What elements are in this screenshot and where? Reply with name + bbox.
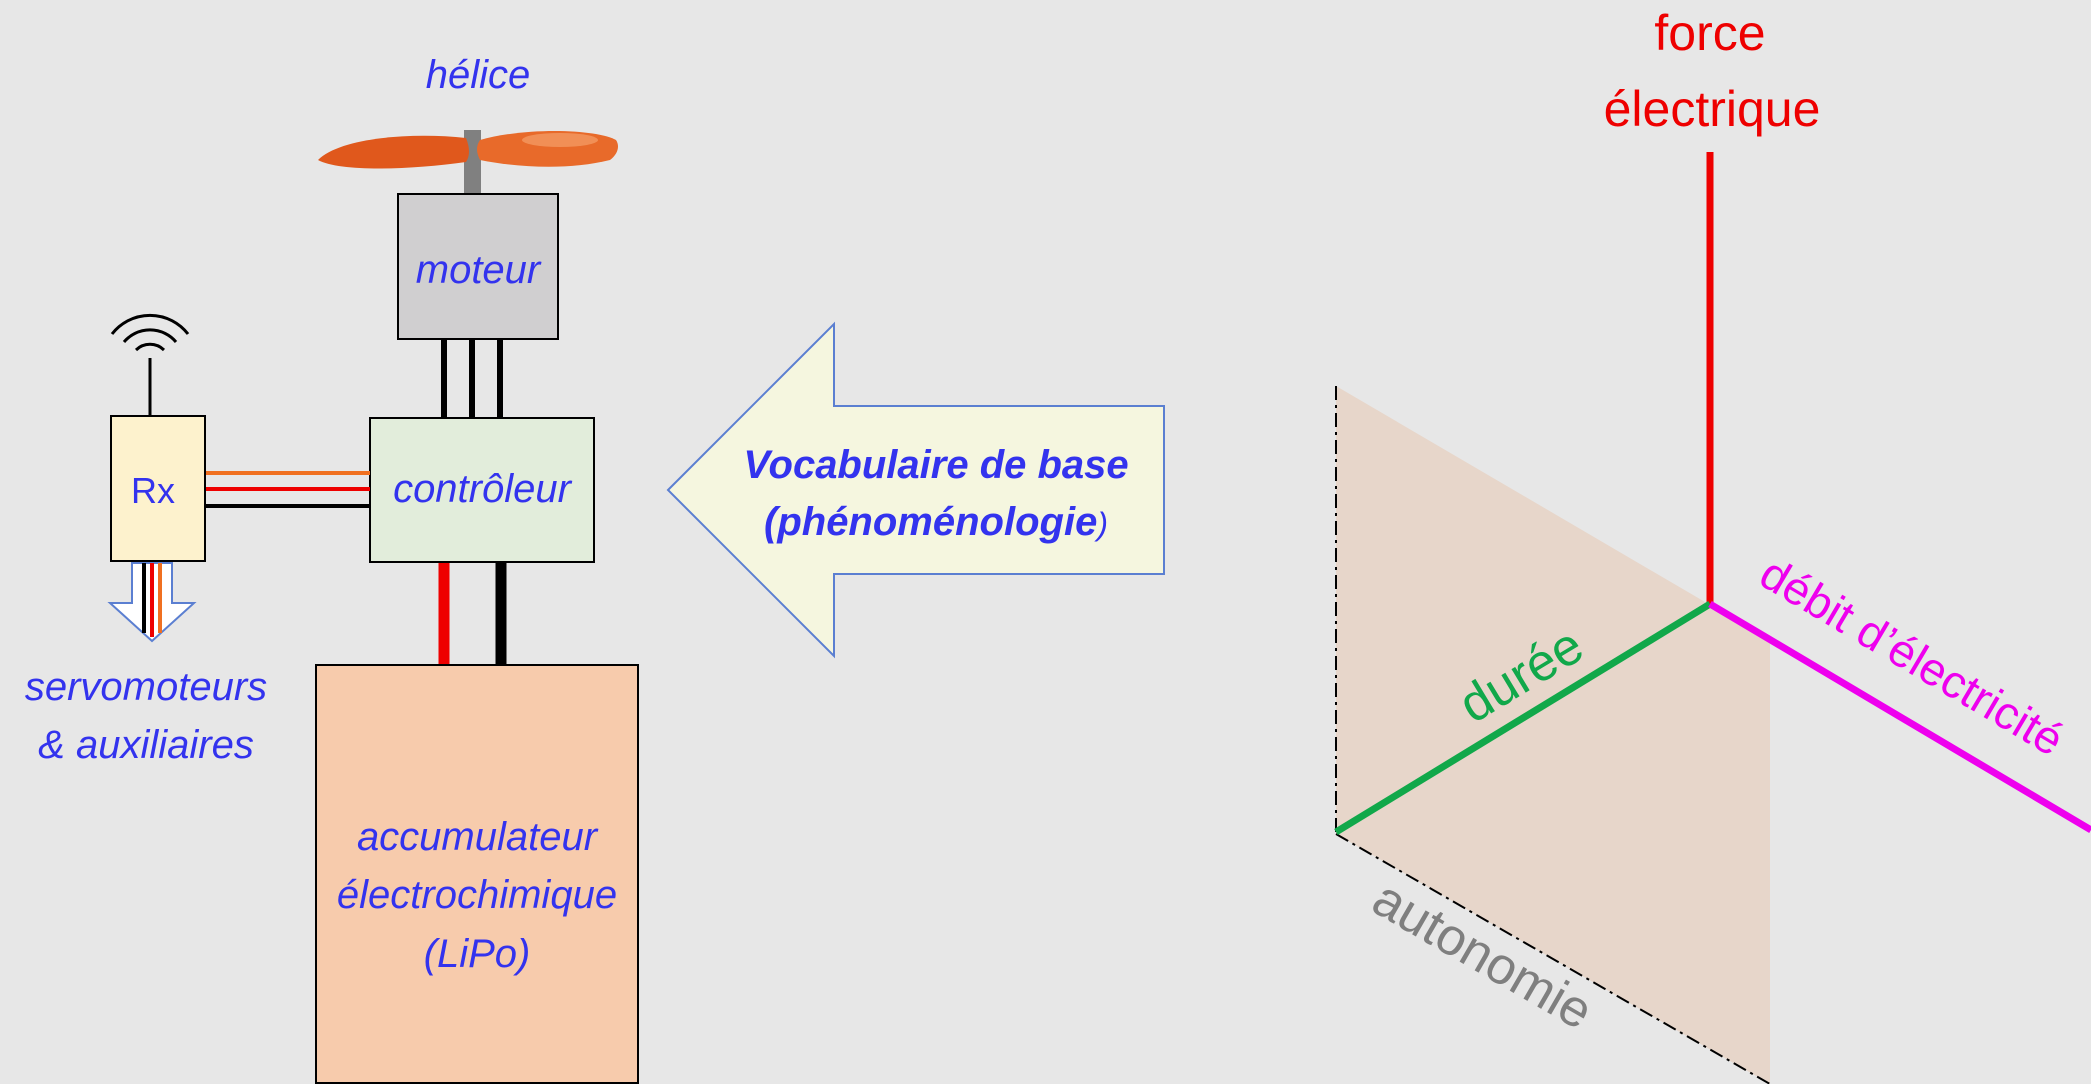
force-label-line1: force	[1654, 5, 1765, 61]
antenna-icon	[110, 313, 190, 416]
arrow-text-paren: )	[1093, 506, 1108, 542]
force-label-line2: électrique	[1604, 81, 1821, 137]
battery-label-line2: électrochimique	[337, 873, 617, 917]
arrow-shape	[666, 321, 1165, 659]
motor-box	[397, 193, 559, 340]
battery-label-line1: accumulateur	[357, 815, 599, 859]
servo-label-line2: & auxiliaires	[38, 723, 254, 767]
battery-label-line3: (LiPo)	[424, 932, 531, 976]
autonomy-plane	[1336, 386, 1770, 1084]
controller-box	[369, 417, 595, 563]
axes-diagram: force électrique durée débit d’électrici…	[1334, 5, 2091, 1084]
receiver-box	[110, 415, 206, 562]
motor-wires	[441, 340, 503, 418]
propeller-label: hélice	[426, 53, 531, 97]
down-arrow-icon	[107, 562, 197, 643]
duration-axis	[1334, 601, 1712, 835]
arrow-text-line1: Vocabulaire de base	[743, 443, 1128, 487]
propeller-icon	[318, 130, 618, 196]
receiver-label: Rx	[131, 470, 175, 511]
battery-box	[315, 664, 639, 1084]
arrow-text-line2: (phénoménologie	[764, 500, 1097, 544]
motor-label: moteur	[416, 248, 542, 292]
construction-line-diagonal	[1335, 833, 1771, 1084]
controller-label: contrôleur	[393, 467, 573, 511]
servo-label-line1: servomoteurs	[25, 665, 267, 709]
svg-text:(phénoménologie): (phénoménologie)	[764, 500, 1108, 544]
block-diagram: hélice moteur contrôleur accumulateur él…	[25, 53, 639, 1084]
flow-axis	[1708, 600, 2091, 834]
signal-wires	[206, 471, 370, 508]
power-wires	[438, 563, 507, 665]
vocabulary-arrow: Vocabulaire de base (phénoménologie)	[666, 321, 1165, 659]
